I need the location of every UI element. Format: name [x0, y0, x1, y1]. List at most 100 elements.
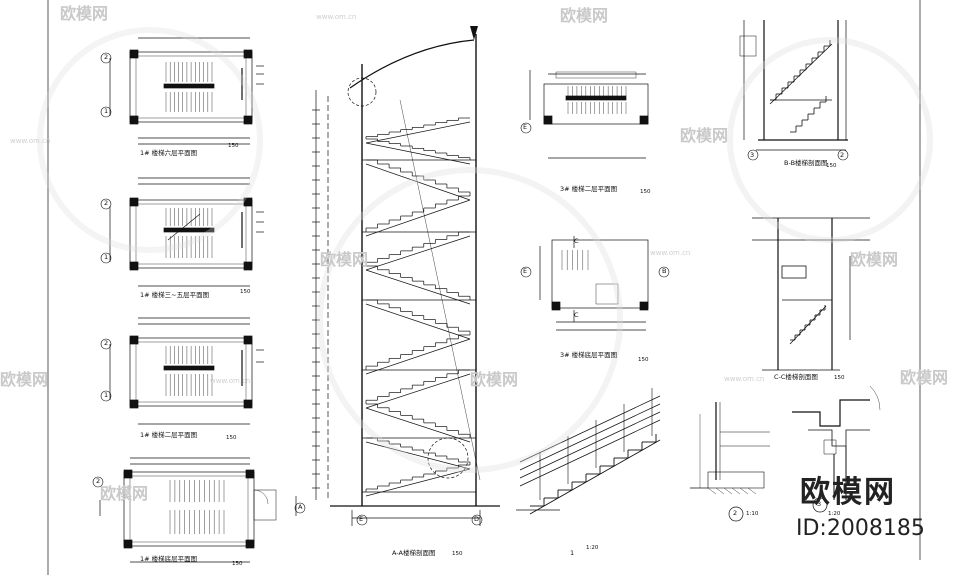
grid-axis-circle [100, 338, 112, 350]
grid-axis-circle [100, 252, 112, 264]
watermark-text: 欧模网 [560, 6, 609, 25]
grid-axis-circle [100, 198, 112, 210]
watermark-url: www.om.cn [10, 137, 51, 145]
stair-soffit [365, 163, 471, 201]
plan-ground-floor [99, 457, 297, 563]
watermark-text: 欧模网 [850, 250, 899, 269]
grid-label: 1 [104, 253, 109, 261]
grid-axis-circle [520, 122, 532, 134]
grid-axis-circle [294, 502, 306, 514]
plan3-two-floor [529, 70, 649, 159]
grid-label: A [298, 503, 303, 511]
section-bb [739, 20, 848, 151]
stair-soffit [365, 142, 471, 165]
plan3-ground-floor [539, 236, 649, 331]
stair-soffit [365, 468, 471, 497]
grid-label: E [523, 267, 528, 275]
grid-label: E [359, 515, 364, 523]
grid-label: 2 [104, 339, 109, 347]
scale-plan-two: 150 [226, 435, 237, 441]
stair-soffit [365, 303, 471, 340]
scale-plan3-two: 150 [640, 189, 651, 195]
grid-label: 2 [96, 477, 101, 485]
grid-axis-circle [100, 106, 112, 118]
scale-plan-ground: 150 [232, 561, 243, 567]
grid-label: 2 [104, 199, 109, 207]
grid-axis-circle [520, 266, 532, 278]
watermark-arcs [37, 27, 933, 473]
scale-section-cc: 150 [834, 375, 845, 381]
plan-two-floor [109, 317, 264, 425]
grid-label: D [474, 515, 480, 523]
section-cc [752, 217, 870, 371]
grid-label: 2 [840, 151, 845, 159]
grid-label: 1 [104, 391, 109, 399]
stair-soffit [365, 407, 471, 443]
grid-label: C [574, 311, 579, 319]
grid-axis-circle [658, 266, 670, 278]
title-section-bb: B-B楼梯剖面图 [784, 159, 828, 167]
watermark-text: 欧模网 [320, 250, 369, 269]
grid-label: 3 [750, 151, 755, 159]
stair-soffit [365, 373, 471, 409]
scale-detail-2: 1:10 [746, 511, 759, 517]
stair-soffit [789, 305, 827, 345]
watermark-url: www.om.cn [210, 377, 251, 385]
watermark-text: 欧模网 [470, 370, 519, 389]
watermark-text: 欧模网 [60, 4, 109, 23]
grid-label: B [662, 267, 667, 275]
stair-soffit [365, 441, 471, 470]
scale-section-aa: 150 [452, 551, 463, 557]
stair-soffit [769, 43, 833, 105]
scale-section-bb: 150 [826, 163, 837, 169]
plan-three-five-floor [109, 177, 264, 287]
brand-id: ID:2008185 [796, 516, 925, 541]
title-detail-3: 3 [817, 500, 822, 508]
title-detail-1: 1 [570, 549, 575, 557]
scale-detail-3: 1:20 [828, 511, 841, 517]
grid-axis-circle [92, 476, 104, 488]
grid-axis-circle [471, 514, 483, 526]
grid-label: 1 [104, 107, 109, 115]
grid-axis-circle [100, 52, 112, 64]
stair-soffit [365, 269, 471, 305]
brand-logo-text: 欧模网 [800, 475, 896, 510]
scale-detail-1: 1:20 [586, 545, 599, 551]
detail-railing [516, 388, 661, 515]
watermark-text: 欧模网 [0, 370, 49, 389]
grid-label: C [574, 237, 579, 245]
title-plan3-two: 3# 楼梯二层平面图 [560, 185, 618, 193]
stair-soffit [365, 121, 471, 144]
detail-2 [690, 402, 770, 522]
watermark-text: 欧模网 [100, 484, 149, 503]
title-section-cc: C-C楼梯剖面图 [774, 373, 818, 381]
title-plan-two: 1# 楼梯二层平面图 [140, 431, 198, 439]
watermark-url: www.om.cn [316, 13, 357, 21]
watermark-url: www.om.cn [724, 375, 765, 383]
detail-3 [792, 385, 881, 513]
grid-label: 2 [104, 53, 109, 61]
watermark-url: www.om.cn [650, 249, 691, 257]
title-detail-2: 2 [733, 509, 738, 517]
stair-soffit [365, 199, 471, 237]
plan-six-floor [109, 37, 264, 145]
scale-plan3-ground: 150 [638, 357, 649, 363]
grid-label: E [523, 123, 528, 131]
section-aa [312, 26, 500, 526]
stair-soffit [365, 338, 471, 375]
title-plan-six: 1# 楼梯六层平面图 [140, 149, 198, 157]
grid-axis-markers [92, 52, 849, 526]
title-section-aa: A-A楼梯剖面图 [392, 549, 436, 557]
scale-plan-three-five: 150 [240, 289, 251, 295]
grid-axis-circle [100, 390, 112, 402]
watermark-text: 欧模网 [680, 126, 729, 145]
grid-axis-circle [747, 149, 759, 161]
stair-soffit [365, 235, 471, 271]
watermark-text: 欧模网 [900, 368, 949, 387]
grid-axis-circle [356, 514, 368, 526]
stair-soffit [529, 439, 661, 515]
title-plan-three-five: 1# 楼梯三~五层平面图 [140, 291, 210, 299]
title-plan3-ground: 3# 楼梯底层平面图 [560, 351, 618, 359]
